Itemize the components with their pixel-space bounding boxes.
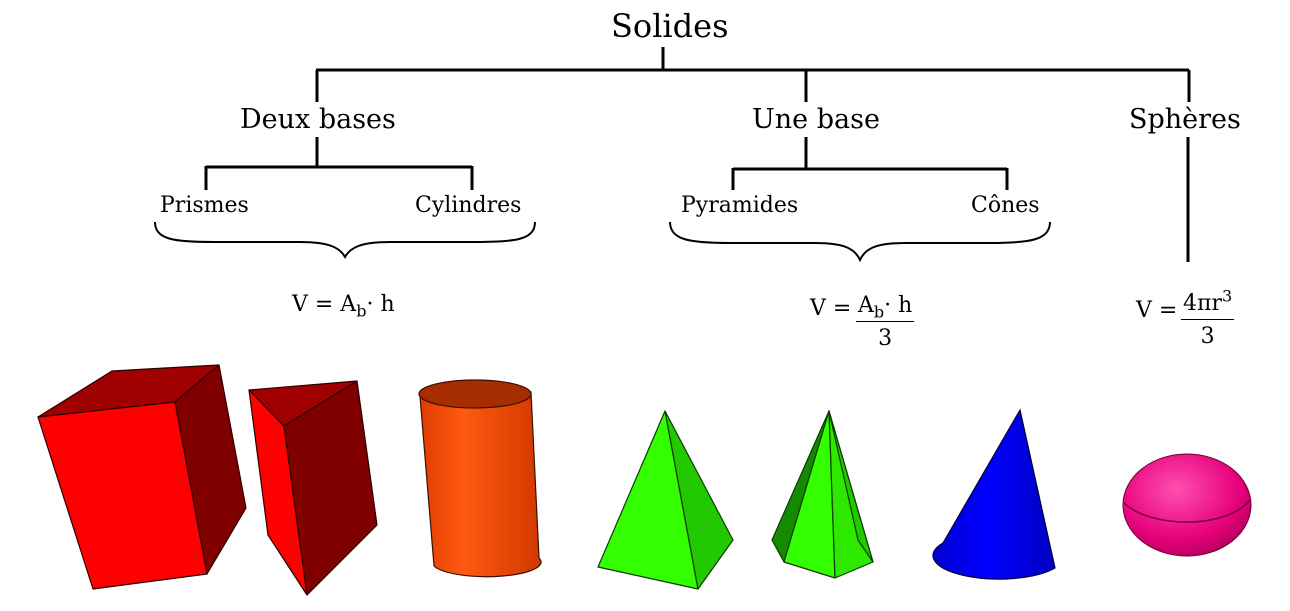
subcategory-cones: Cônes <box>971 193 1040 218</box>
formula-pyramid-fraction: Ab· h 3 <box>856 293 915 351</box>
cylinder-shape <box>418 379 542 578</box>
formula-prism-lhs: V = A <box>292 292 357 317</box>
formula-sphere-lhs: V = <box>1136 298 1178 323</box>
formula-sphere-numerator: 4πr3 <box>1181 288 1235 320</box>
formula-prism-sub: b <box>356 301 367 321</box>
formula-sphere-fraction: 4πr3 3 <box>1181 288 1235 349</box>
formula-prism-mult: · h <box>366 292 395 317</box>
formula-pyramid-denominator: 3 <box>878 326 893 351</box>
rectangular-prism-shape <box>37 364 247 590</box>
sphere-shape <box>1122 453 1252 557</box>
cone-shape <box>932 408 1056 580</box>
pentagonal-pyramid-shape <box>771 410 874 579</box>
formula-pyramid-lhs: V = <box>810 296 852 321</box>
subcategory-pyramides: Pyramides <box>681 193 799 218</box>
tree-connectors <box>204 47 1191 262</box>
square-pyramid-shape <box>597 410 734 590</box>
category-spheres: Sphères <box>1129 104 1241 135</box>
triangular-prism-shape <box>248 380 378 596</box>
brace-une-base <box>669 221 1051 263</box>
subcategory-cylindres: Cylindres <box>415 193 522 218</box>
category-deux-bases: Deux bases <box>240 104 396 135</box>
subcategory-prismes: Prismes <box>160 193 249 218</box>
formula-prism-volume: V = Ab· h <box>292 292 395 319</box>
brace-deux-bases <box>154 221 536 260</box>
formula-pyramid-numerator: Ab· h <box>856 293 915 322</box>
formula-sphere-denominator: 3 <box>1200 324 1215 349</box>
root-title: Solides <box>611 7 729 45</box>
category-une-base: Une base <box>752 104 880 135</box>
